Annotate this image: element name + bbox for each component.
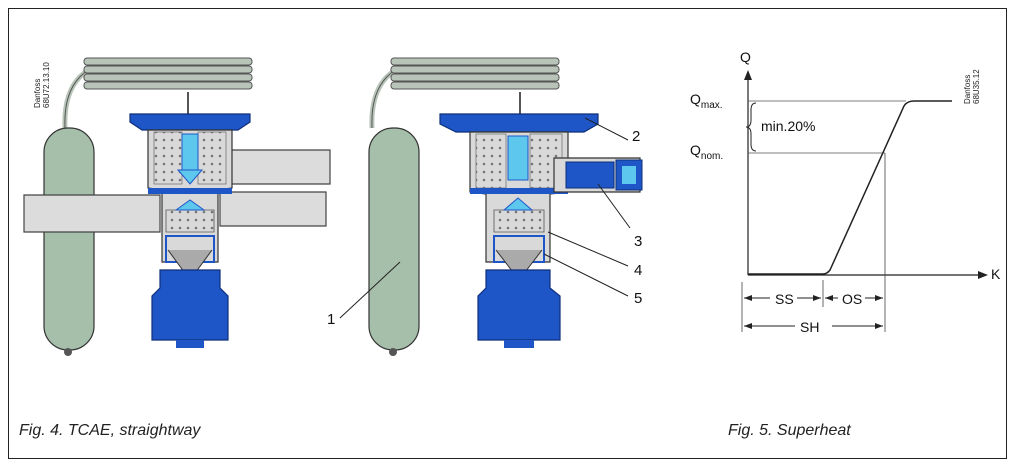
valve-left <box>23 57 331 356</box>
inlet-pipe <box>23 194 161 233</box>
callout-leaders <box>339 117 631 319</box>
valve-right <box>339 57 643 356</box>
drawing-number-left: Danfoss 68U72.13.10 <box>33 62 51 108</box>
x-axis-label: K <box>991 266 1001 282</box>
callout-4: 4 <box>634 262 643 279</box>
callout-3: 3 <box>634 233 643 250</box>
callout-2: 2 <box>632 128 641 145</box>
callout-1: 1 <box>327 311 336 328</box>
sh-label: SH <box>800 319 820 335</box>
sensing-bulb-right <box>368 127 420 351</box>
capillary-coil-right <box>390 57 560 90</box>
min20-brace <box>745 102 757 152</box>
bulb-clip <box>64 348 72 356</box>
ss-label: SS <box>775 291 794 307</box>
fig4-caption: Fig. 4. TCAE, straightway <box>19 422 201 439</box>
fig5-caption: Fig. 5. Superheat <box>728 422 851 439</box>
adjust-spindle <box>565 161 615 189</box>
sensing-bulb <box>43 127 95 351</box>
equalizer-pipe <box>227 149 331 185</box>
diaphragm-head-right <box>439 113 599 133</box>
callout-5: 5 <box>634 290 643 307</box>
outlet-pipe <box>219 191 327 227</box>
superheat-curve <box>748 100 952 275</box>
qmax-label: Qmax. <box>690 91 723 111</box>
bottom-cap-right <box>477 269 561 341</box>
figure-frame <box>8 8 1007 459</box>
drawing-number-right: Danfoss 68U35.12 <box>963 69 981 104</box>
y-axis-label: Q <box>740 49 751 65</box>
superheat-chart <box>741 70 988 332</box>
diaphragm-head <box>129 113 251 131</box>
os-label: OS <box>842 291 863 307</box>
min20-label: min.20% <box>761 118 816 134</box>
capillary-coil <box>83 57 253 90</box>
bottom-cap <box>151 269 229 341</box>
qnom-label: Qnom. <box>690 142 724 162</box>
